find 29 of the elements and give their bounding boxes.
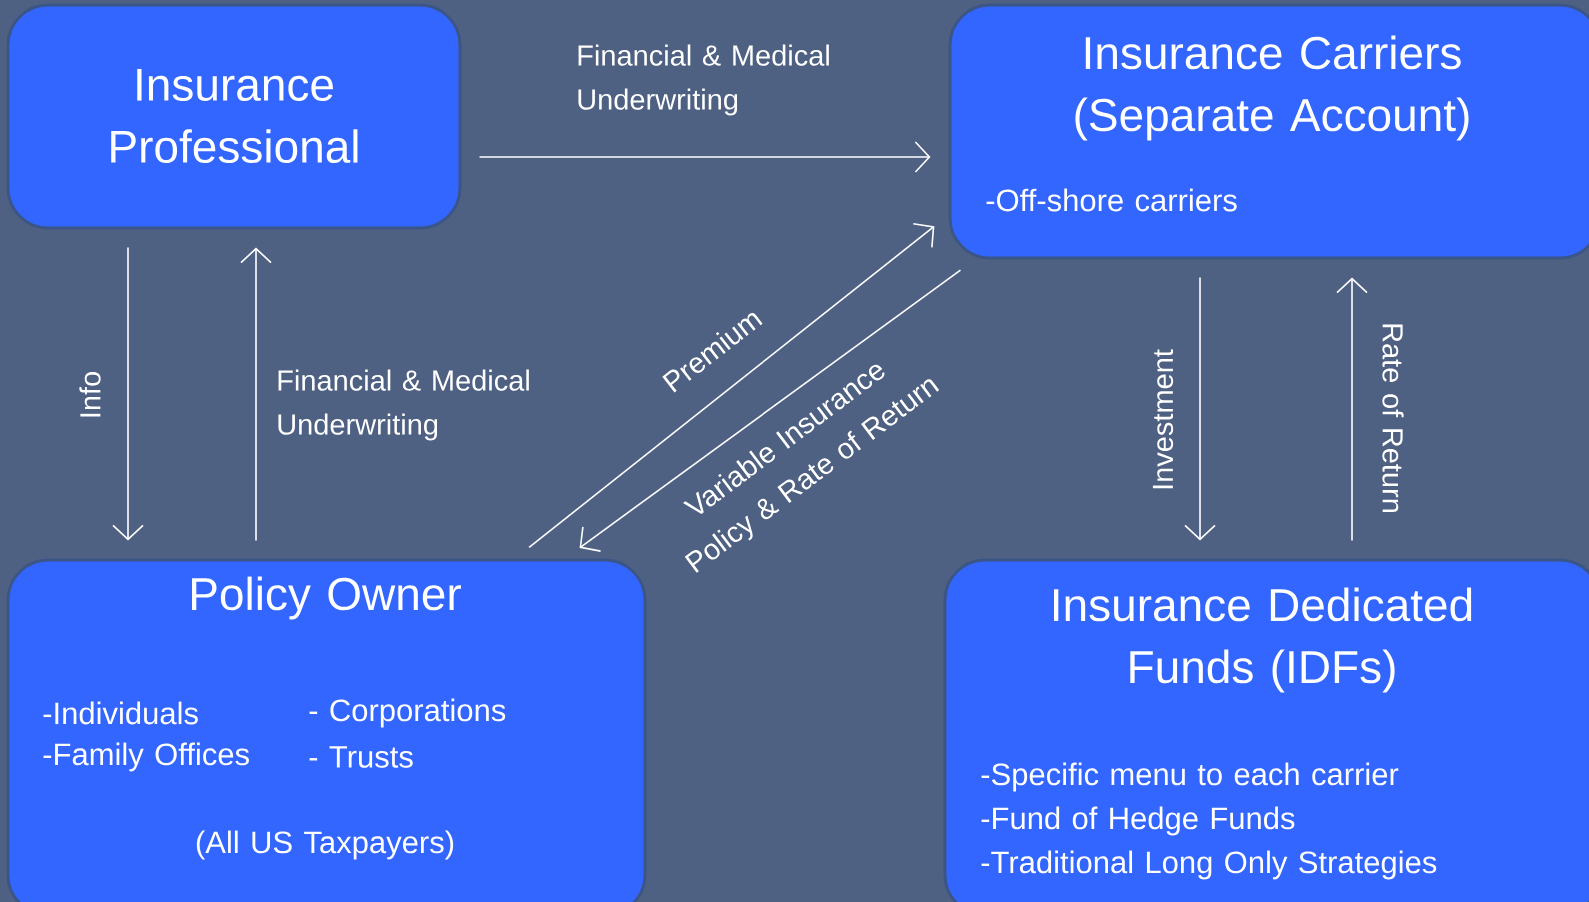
rounded-box — [6, 558, 647, 902]
rounded-box — [6, 3, 462, 230]
list-item: (All US Taxpayers) — [196, 830, 454, 860]
arrow — [478, 141, 931, 173]
edge-label: Investment — [1152, 349, 1174, 489]
box-heading: Insurance Professional — [111, 68, 358, 164]
arrow — [112, 246, 144, 541]
arrow — [579, 269, 962, 552]
arrow — [1336, 277, 1368, 542]
list-item: -Traditional Long Only Strategies — [981, 850, 1437, 880]
list-item: -Fund of Hedge Funds — [981, 806, 1295, 836]
rounded-box — [943, 558, 1589, 902]
box-heading: Insurance Carriers (Separate Account) — [1075, 35, 1469, 141]
list-item: -Family Offices — [43, 742, 249, 772]
edge-label: Rate of Return — [1382, 324, 1404, 512]
box-heading: Insurance Dedicated Funds (IDFs) — [1054, 587, 1472, 693]
edge-label: Financial & Medical Underwriting — [578, 44, 829, 116]
list-item: - Corporations — [309, 698, 506, 728]
box-heading: Policy Owner — [192, 576, 461, 620]
rounded-box — [948, 3, 1589, 260]
list-item: -Specific menu to each carrier — [981, 762, 1399, 792]
arrow — [1184, 276, 1216, 541]
arrow — [528, 223, 935, 549]
list-item: -Individuals — [43, 701, 198, 725]
list-item: - Trusts — [309, 746, 413, 768]
edge-label: Info — [79, 372, 101, 417]
edge-label: Financial & Medical Underwriting — [278, 369, 529, 441]
list-item: -Off-shore carriers — [986, 188, 1237, 212]
arrow — [240, 247, 272, 542]
